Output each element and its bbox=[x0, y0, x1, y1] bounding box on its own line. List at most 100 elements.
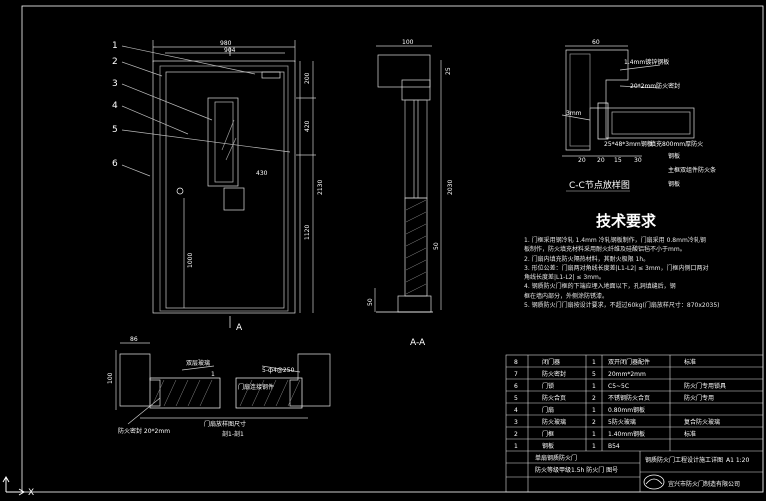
bom-cell-qty: 1 bbox=[592, 443, 596, 450]
dim-2130: 2130 bbox=[317, 180, 324, 195]
dim-1120: 1120 bbox=[304, 225, 311, 240]
cc-dim-b4: 30 bbox=[634, 157, 642, 164]
bom-cell-name: 门锁 bbox=[542, 382, 554, 390]
plan-label-bottom-left: 防火密封 20*2mm bbox=[118, 427, 170, 435]
bom-cell-spec: 0.80mm钢板 bbox=[608, 406, 645, 414]
section-aa-hatch bbox=[405, 199, 427, 295]
aa-dim-50: 50 bbox=[433, 242, 440, 250]
aa-dim-2030: 2030 bbox=[447, 180, 454, 195]
tech-note-line: 角线长度差|L1-L2| ≤ 3mm。 bbox=[524, 274, 605, 282]
tech-note-line: 4. 钢质防火门框的下端应埋入地面以下，孔洞填缝后，钢 bbox=[524, 283, 676, 291]
dim-420: 420 bbox=[304, 120, 311, 132]
bom-cell-no: 6 bbox=[514, 383, 518, 390]
bom-cell-qty: 1 bbox=[592, 431, 596, 438]
bom-cell-qty: 5 bbox=[592, 371, 596, 378]
tech-note-line: 2. 门扇内填充防火隔热材料，其耐火极限 1h。 bbox=[524, 255, 650, 263]
bom-cell-spec: 20mm*2mm bbox=[608, 371, 646, 378]
cc-caption: C-C节点放样图 bbox=[569, 179, 630, 191]
plan-dim-left: 100 bbox=[107, 372, 114, 384]
cc-dim-b3: 15 bbox=[614, 157, 622, 164]
part-label-5: 5 bbox=[112, 125, 118, 135]
part-label-2: 2 bbox=[112, 57, 118, 67]
bom-cell-note: 防火门专用 bbox=[684, 394, 714, 402]
plan-mark-a: 1 bbox=[211, 371, 215, 378]
plan-label-glass: 双层玻璃 bbox=[186, 359, 210, 367]
bom-cell-spec: 不锈钢防火合页 bbox=[608, 394, 650, 402]
plan-dim-bottom-1: 门扇放样图尺寸 bbox=[204, 420, 246, 428]
bom-company: 宜兴市防火门制造有限公司 bbox=[668, 480, 740, 488]
tech-note-line: 3. 形位公差：门扇两对角线长度差|L1-L2| ≤ 3mm，门框内侧口两对 bbox=[524, 264, 709, 272]
bom-cell-no: 4 bbox=[514, 407, 518, 414]
cc-label-fill: 填充800mm厚防火 bbox=[650, 140, 703, 148]
bom-cell-name: 门扇 bbox=[542, 406, 554, 414]
bom-cell-name: 防火玻璃 bbox=[542, 418, 566, 426]
bom-title-main: 钢质防火门工程设计施工详图 bbox=[645, 456, 723, 464]
ucs-icon: X bbox=[2, 476, 34, 498]
bom-cell-note: 标准 bbox=[684, 358, 696, 366]
cc-label-frame: 20*2mm防火密封 bbox=[630, 82, 680, 90]
dim-lock: 1000 bbox=[187, 253, 194, 268]
cc-label-left: 3mm bbox=[566, 110, 582, 117]
bom-cell-qty: 2 bbox=[592, 419, 596, 426]
bom-cell-no: 3 bbox=[514, 419, 518, 426]
aa-dim-25: 25 bbox=[445, 67, 452, 75]
tech-note-line: 1. 门框采用钢冷轧 1.4mm 冷轧钢板制作，门扇采用 0.8mm冷轧钢 bbox=[524, 237, 706, 244]
part-label-3: 3 bbox=[112, 79, 118, 89]
cc-label-glass: 1.4mm镀锌钢板 bbox=[624, 58, 669, 66]
part-label-4: 4 bbox=[112, 101, 118, 111]
dim-980: 980 bbox=[220, 40, 232, 47]
bom-cell-qty: 1 bbox=[592, 407, 596, 414]
part-label-6: 6 bbox=[112, 159, 118, 169]
bom-cell-no: 1 bbox=[514, 443, 518, 450]
bom-cell-spec: B54 bbox=[608, 443, 620, 450]
detail-cc bbox=[561, 45, 695, 157]
svg-text:X: X bbox=[28, 488, 34, 498]
cc-dim-b2: 20 bbox=[597, 157, 605, 164]
dim-200: 200 bbox=[304, 72, 311, 84]
dim-904: 904 bbox=[224, 47, 236, 54]
plan-label-mid: 门扇连接钢件 bbox=[238, 383, 274, 391]
plan-section bbox=[115, 342, 331, 425]
bom-cell-name: 钢板 bbox=[542, 442, 554, 450]
plan-dim-top: 86 bbox=[130, 336, 138, 343]
part-label-1: 1 bbox=[112, 41, 118, 51]
tech-notes: 1. 门框采用钢冷轧 1.4mm 冷轧钢板制作，门扇采用 0.8mm冷轧钢 板制… bbox=[524, 236, 764, 310]
tech-title: 技术要求 bbox=[596, 212, 657, 230]
bom-cell-name: 门框 bbox=[542, 430, 554, 438]
bom-cell-spec: 双开闭门器配件 bbox=[608, 358, 650, 366]
cc-label-r1: 钢板 bbox=[668, 152, 680, 160]
bom-cell-spec: 5防火玻璃 bbox=[608, 418, 636, 426]
bom-table bbox=[505, 354, 764, 493]
bom-cell-qty: 1 bbox=[592, 383, 596, 390]
bom-cell-name: 防火合页 bbox=[542, 394, 566, 402]
dim-430: 430 bbox=[256, 170, 268, 177]
bom-cell-note: 复合防火玻璃 bbox=[684, 418, 720, 426]
bom-scale: A1 1:20 bbox=[726, 457, 749, 464]
plan-dim-bottom-2: 剖1-剖1 bbox=[222, 430, 244, 438]
plan-label-right: 5-ф4@250 bbox=[262, 367, 295, 374]
drawing-border bbox=[21, 5, 764, 493]
bom-cell-qty: 1 bbox=[592, 359, 596, 366]
bom-cell-note: 防火门专用锁具 bbox=[684, 382, 726, 390]
bom-cell-note: 标准 bbox=[684, 430, 696, 438]
bom-cell-spec: C5~5C bbox=[608, 383, 629, 390]
section-mark-a: A bbox=[236, 323, 243, 333]
bom-cell-no: 7 bbox=[514, 371, 518, 378]
front-view bbox=[121, 40, 316, 328]
aa-dim-bottom: 50 bbox=[367, 298, 374, 306]
tech-note-line: 板制作，防火填充材料采用耐火纤维及硅酸铝毡不小于mm。 bbox=[524, 246, 686, 254]
company-logo bbox=[643, 474, 665, 490]
aa-caption: A-A bbox=[410, 338, 426, 348]
bom-footer-1: 单扇钢质防火门 bbox=[535, 454, 577, 462]
bom-cell-no: 8 bbox=[514, 359, 518, 366]
tech-note-line: 框在墙内部分，外侧涂防锈漆。 bbox=[524, 292, 609, 300]
section-aa bbox=[374, 45, 442, 313]
bom-cell-no: 2 bbox=[514, 431, 518, 438]
bom-cell-qty: 2 bbox=[592, 395, 596, 402]
aa-dim-top: 100 bbox=[402, 39, 414, 46]
bom-cell-name: 防火密封 bbox=[542, 370, 566, 378]
cc-dim-b1: 20 bbox=[578, 157, 586, 164]
cc-label-r2: 主框双组件防火条 bbox=[668, 166, 716, 174]
